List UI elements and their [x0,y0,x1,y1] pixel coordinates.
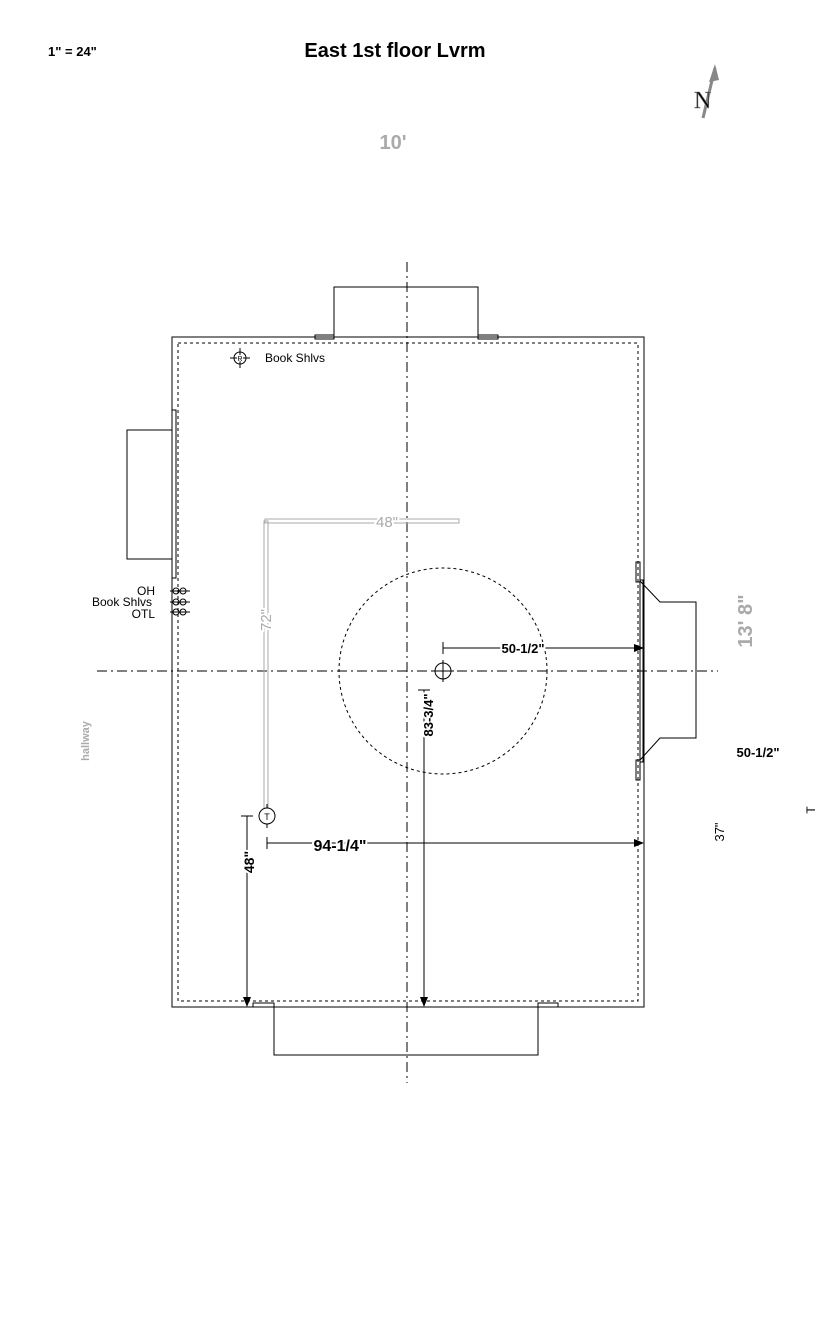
gray-dimension-vertical: 72" [256,520,277,809]
outlet-label-book: Book Shlvs [92,595,152,609]
bottom-window [252,1002,559,1056]
left-window [126,409,177,579]
r-fixture-label: Book Shlvs [265,351,325,365]
dimension-light-bottom: 83-3/4" [418,689,438,1007]
svg-text:T: T [264,812,270,822]
outlet-label-otl: OTL [132,607,156,621]
outlet-label-oh: OH [137,584,155,598]
r-fixture-icon: R [230,348,250,368]
thermostat-icon: T [258,804,276,828]
right-outside-small-dimension: 37" [712,822,727,841]
ceiling-light-icon [432,660,454,682]
north-arrow-icon: N [694,64,719,119]
dimension-t-right: 94-1/4" [266,836,644,857]
svg-text:72": 72" [258,609,275,631]
dimension-light-right: 50-1/2" [442,639,644,658]
svg-text:48": 48" [241,851,257,873]
right-outside-dimension: 50-1/2" [736,745,779,760]
svg-text:R: R [237,356,242,363]
light-coverage-circle [338,567,548,775]
wall-outlets-icon [170,587,190,616]
svg-text:94-1/4": 94-1/4" [314,838,367,855]
gray-dimension-horizontal: 48" [264,512,460,533]
room-wall [171,336,645,1008]
dimension-t-bottom: 48" [239,815,259,1007]
hallway-label: hallway [80,720,92,761]
svg-text:48": 48" [376,514,398,531]
page-title: East 1st floor Lvrm [304,40,485,62]
top-window [314,286,499,340]
room-width-label: 10' [379,132,406,154]
room-inner-line [177,342,639,1002]
edge-t-label: T [804,806,816,814]
svg-text:50-1/2": 50-1/2" [501,641,544,656]
compass-letter: N [694,88,711,114]
right-bay-window [635,561,697,781]
svg-text:83-3/4": 83-3/4" [421,693,436,736]
scale-label: 1" = 24" [48,44,97,59]
room-length-label: 13' 8" [735,594,757,647]
